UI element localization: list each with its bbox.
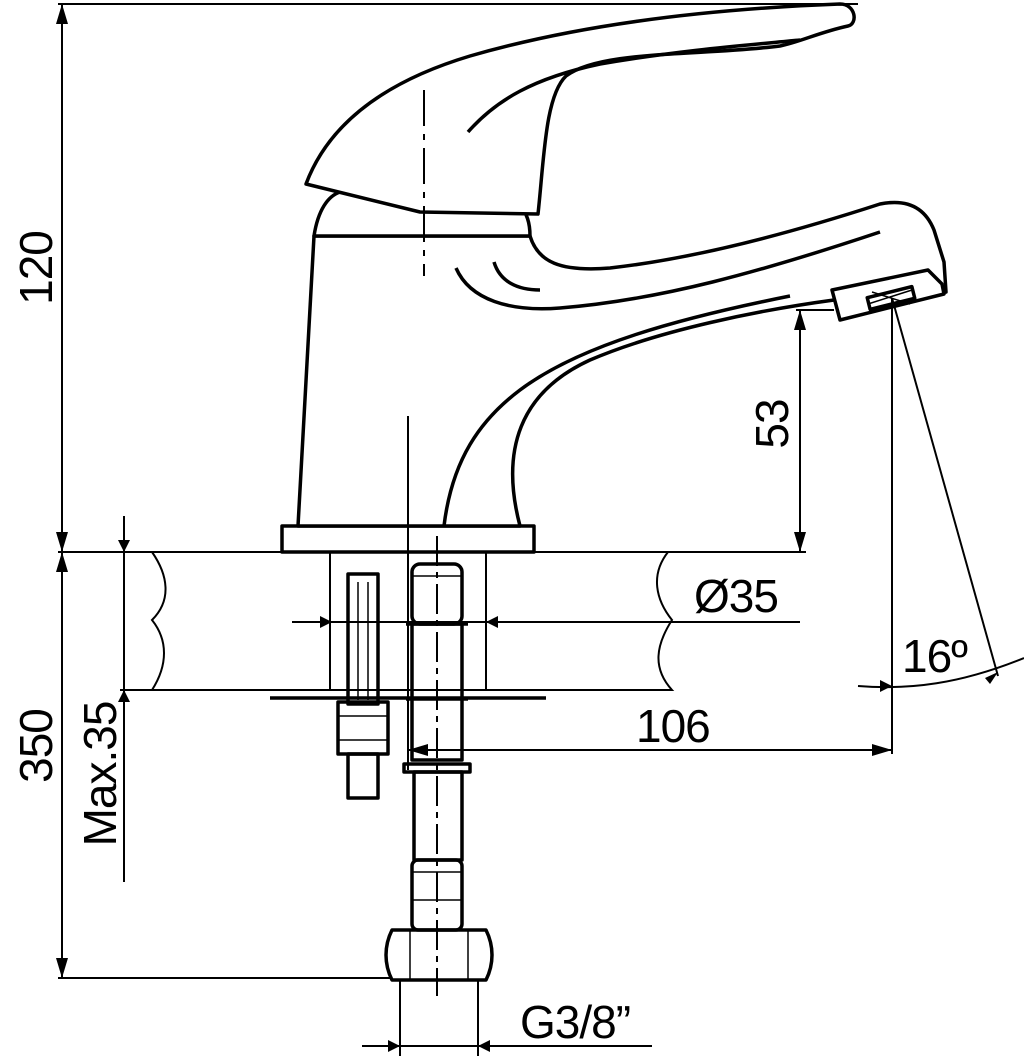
mounting-rod-end — [346, 752, 380, 800]
label-106: 106 — [636, 700, 710, 752]
spout-upper-inner-curve — [454, 230, 881, 311]
faucet-body — [280, 2, 948, 554]
dimension-labels: 120 350 Max.35 53 Ø35 106 16º G3/8” — [10, 231, 969, 1048]
label-350: 350 — [10, 709, 62, 783]
label-53: 53 — [746, 399, 798, 448]
mounting-nut — [336, 700, 390, 756]
label-16deg: 16º — [902, 630, 968, 682]
dim-angle-arc — [857, 657, 1024, 689]
hex-nut — [384, 928, 494, 982]
label-120: 120 — [10, 231, 62, 305]
label-thread: G3/8” — [520, 996, 630, 1048]
spout-inner-hook — [492, 261, 541, 292]
dim-angle-ray — [891, 297, 999, 677]
countertop-right-block — [485, 551, 675, 691]
handle-inner-curve — [466, 38, 801, 134]
dimension-lines — [56, 3, 1024, 1056]
countertop-left-block — [150, 551, 331, 691]
aerator — [830, 268, 946, 322]
label-max35: Max.35 — [74, 702, 126, 847]
spout-inner-curve — [442, 294, 791, 527]
mounting-rod — [346, 572, 380, 706]
handle-lever — [304, 2, 856, 216]
body-spout-outline — [296, 200, 948, 528]
mounting-assembly — [270, 416, 546, 996]
label-dia35: Ø35 — [694, 570, 778, 622]
